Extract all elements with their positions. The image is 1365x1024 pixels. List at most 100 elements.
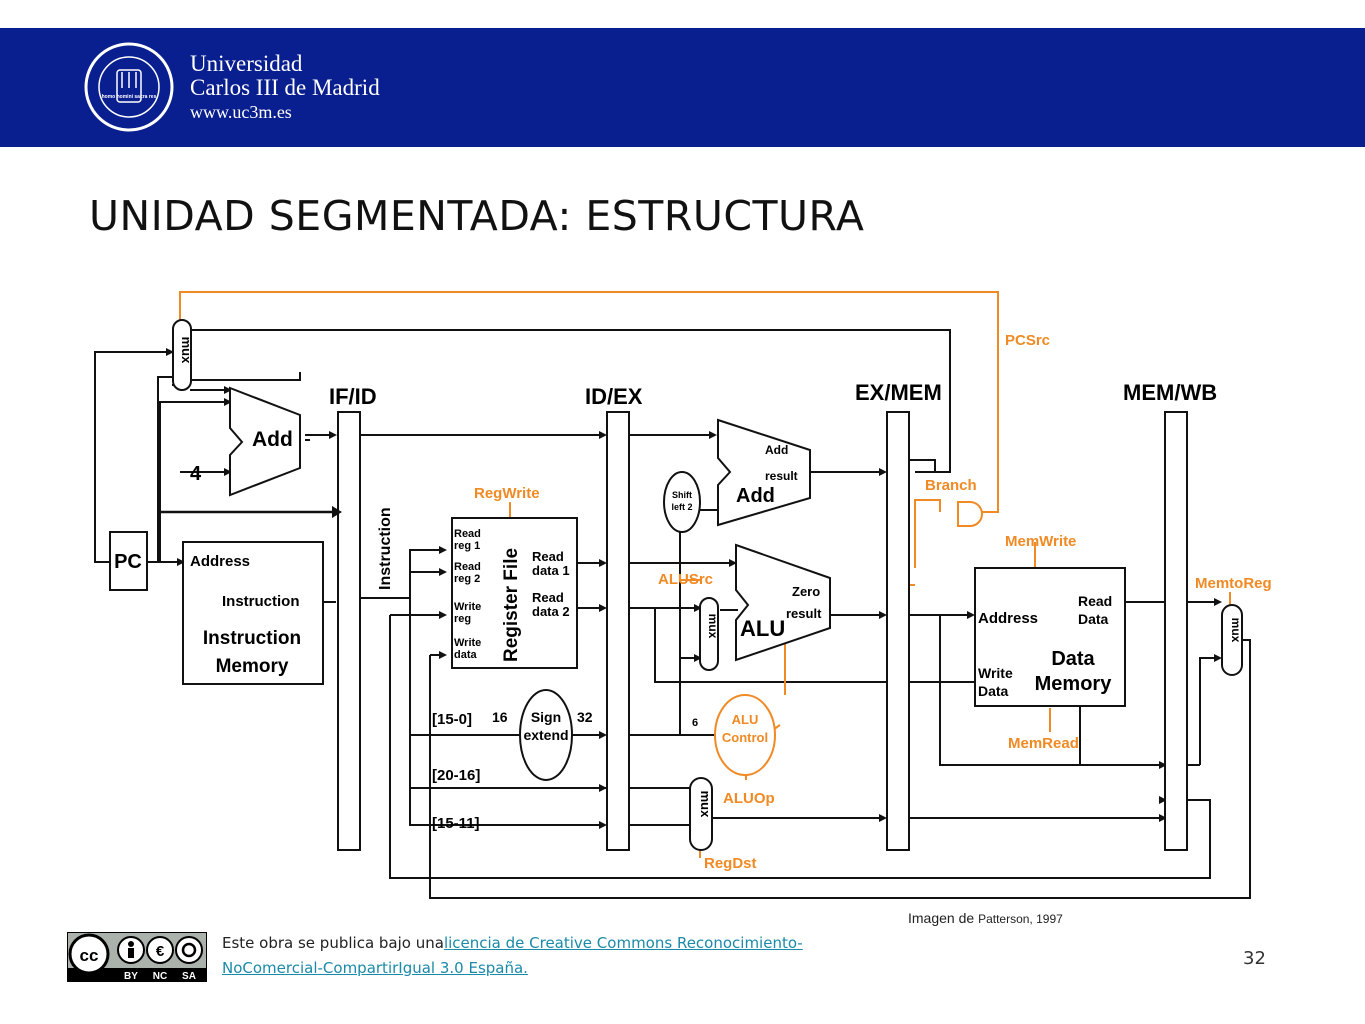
- license-notice: Este obra se publica bajo unalicencia de…: [222, 931, 902, 981]
- mem-wb-register: [1164, 411, 1188, 851]
- memtoreg-mux-label: mux: [1229, 618, 1243, 643]
- dmem-write-line1: Write: [978, 665, 1013, 681]
- control-pcsrc: PCSrc: [1005, 332, 1050, 349]
- page-number: 32: [1243, 948, 1266, 969]
- control-memwrite: MemWrite: [1005, 533, 1076, 550]
- memtoreg-mux: [1221, 604, 1243, 676]
- rf-read-reg1-line1: Read: [454, 528, 481, 540]
- control-memtoreg: MemtoReg: [1195, 575, 1272, 592]
- stage-label-ex-mem: EX/MEM: [855, 380, 942, 405]
- dmem-name-line1: Data: [1051, 648, 1095, 670]
- sa-icon: [175, 936, 203, 964]
- image-credit: Imagen de Patterson, 1997: [908, 910, 1063, 926]
- shift-left-line1: Shift: [672, 490, 692, 500]
- nc-icon: [146, 936, 174, 964]
- rf-read-reg2-line1: Read: [454, 561, 481, 573]
- rf-read-reg1-line2: reg 1: [454, 540, 480, 552]
- range-15-11: [15-11]: [432, 815, 480, 832]
- cc-icon: [68, 933, 110, 975]
- alu: [735, 543, 831, 662]
- id-ex-register: [606, 411, 630, 851]
- license-link-line1[interactable]: licencia de Creative Commons Reconocimie…: [443, 934, 803, 952]
- imem-instruction-label: Instruction: [222, 593, 300, 610]
- image-credit-author: Patterson, 1997: [978, 912, 1063, 926]
- badge-label-by: BY: [124, 971, 138, 982]
- pipeline-registers: [337, 411, 1188, 851]
- header-banner: [0, 28, 1365, 147]
- university-url[interactable]: www.uc3m.es: [190, 102, 292, 122]
- license-link-line2[interactable]: NoComercial-CompartirIgual 3.0 España.: [222, 959, 528, 977]
- university-seal-logo: homo homini sacra res: [84, 42, 174, 132]
- branch-adder: [717, 418, 811, 527]
- if-id-register: [337, 411, 361, 851]
- control-aluop: ALUOp: [723, 790, 775, 807]
- rf-write-data-line1: Write: [454, 637, 481, 649]
- stage-label-if-id: IF/ID: [329, 384, 377, 409]
- alusrc-mux-label: mux: [706, 614, 720, 639]
- dmem-name-line2: Memory: [1035, 673, 1113, 695]
- university-name-line2: Carlos III de Madrid: [190, 75, 380, 100]
- badge-label-nc: NC: [153, 971, 167, 982]
- license-text: Este obra se publica bajo una: [222, 934, 444, 952]
- svg-text:€: €: [156, 943, 165, 960]
- pc-arrow-head: [332, 506, 342, 518]
- rf-read-data1-line2: data 1: [532, 563, 570, 578]
- sign-extend-unit: [519, 689, 573, 781]
- pc-mux-label: mux: [179, 337, 194, 365]
- slide-title: UNIDAD SEGMENTADA: ESTRUCTURA: [89, 192, 865, 240]
- branch-adder-result-line2: result: [765, 469, 798, 483]
- alu-zero-label: Zero: [792, 584, 820, 599]
- alu-control-line1: ALU: [732, 712, 759, 727]
- rf-write-reg-line1: Write: [454, 601, 481, 613]
- regdst-mux: [689, 777, 713, 851]
- data-memory: [974, 567, 1126, 707]
- pc-register: [109, 531, 148, 591]
- shift-left-unit: [663, 471, 701, 533]
- ex-mem-register: [886, 411, 910, 851]
- alu-control-line2: Control: [722, 730, 768, 745]
- dmem-read-line1: Read: [1078, 593, 1112, 609]
- alusrc-mux: [699, 597, 719, 671]
- rf-read-data2-line1: Read: [532, 590, 564, 605]
- bits-32-label: 32: [577, 709, 593, 725]
- dmem-read-line2: Data: [1078, 611, 1109, 627]
- creative-commons-badge[interactable]: cc € BY NC SA: [67, 932, 207, 982]
- instruction-bus-label: Instruction: [377, 507, 394, 590]
- arrow-heads: [166, 348, 1222, 829]
- imem-name-line2: Memory: [216, 656, 289, 677]
- rf-read-data2-line2: data 2: [532, 604, 570, 619]
- bits-6-label: 6: [692, 717, 698, 729]
- imem-address-label: Address: [190, 553, 250, 570]
- control-alusrc: ALUSrc: [658, 571, 713, 588]
- shift-left-line2: left 2: [671, 502, 692, 512]
- branch-and-gate: [957, 501, 983, 527]
- control-branch: Branch: [925, 477, 977, 494]
- alu-control-unit: [714, 694, 776, 776]
- rf-write-reg-line2: reg: [454, 613, 471, 625]
- dmem-write-line2: Data: [978, 683, 1009, 699]
- instruction-memory: [182, 541, 324, 685]
- rf-read-reg2-line2: reg 2: [454, 573, 480, 585]
- rf-read-data1-line1: Read: [532, 549, 564, 564]
- range-20-16: [20-16]: [432, 767, 480, 784]
- control-regwrite: RegWrite: [474, 485, 540, 502]
- pipeline-datapath-diagram: IF/ID ID/EX EX/MEM MEM/WB mux Add 4 PC A…: [94, 291, 1272, 899]
- control-memread: MemRead: [1008, 735, 1079, 752]
- university-name: Universidad Carlos III de Madrid: [190, 52, 380, 100]
- alu-result-label: result: [786, 606, 822, 621]
- svg-text:cc: cc: [80, 946, 99, 965]
- pc-label: PC: [114, 551, 142, 573]
- imem-name-line1: Instruction: [203, 628, 301, 649]
- sign-extend-line1: Sign: [531, 709, 561, 725]
- university-name-line1: Universidad: [190, 51, 303, 76]
- sign-extend-line2: extend: [523, 727, 568, 743]
- pc-mux: [172, 319, 192, 391]
- control-regdst: RegDst: [704, 855, 757, 872]
- pc-adder-label: Add: [252, 428, 293, 451]
- badge-label-sa: SA: [182, 971, 196, 982]
- pc-adder: [229, 386, 301, 497]
- constant-four: 4: [190, 463, 202, 485]
- dmem-address-label: Address: [978, 610, 1038, 627]
- register-file: [451, 517, 578, 669]
- bits-16-label: 16: [492, 709, 508, 725]
